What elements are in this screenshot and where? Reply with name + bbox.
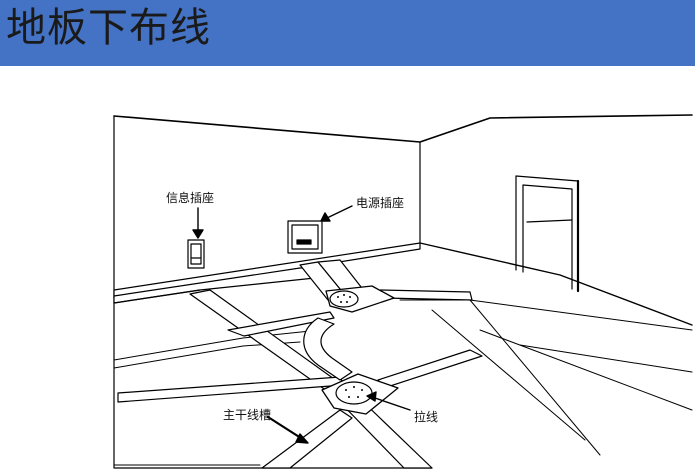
main-trunk-duct bbox=[117, 259, 483, 469]
annotation-arrows bbox=[192, 205, 411, 444]
power-socket-label: 电源插座 bbox=[356, 195, 404, 210]
lower-junction-box bbox=[321, 373, 399, 415]
door-frame bbox=[515, 175, 580, 293]
pull-wire-label: 拉线 bbox=[414, 409, 438, 424]
underfloor-wiring-diagram: 信息插座 电源插座 主干线槽 拉线 bbox=[0, 66, 695, 471]
power-socket-icon bbox=[287, 220, 323, 254]
info-socket-icon bbox=[187, 239, 205, 269]
info-socket-label: 信息插座 bbox=[166, 190, 214, 205]
slide-title: 地板下布线 bbox=[6, 5, 211, 51]
title-bar: 地板下布线 bbox=[0, 0, 695, 66]
upper-junction-box bbox=[325, 285, 395, 313]
main-trunk-label: 主干线槽 bbox=[223, 408, 271, 422]
